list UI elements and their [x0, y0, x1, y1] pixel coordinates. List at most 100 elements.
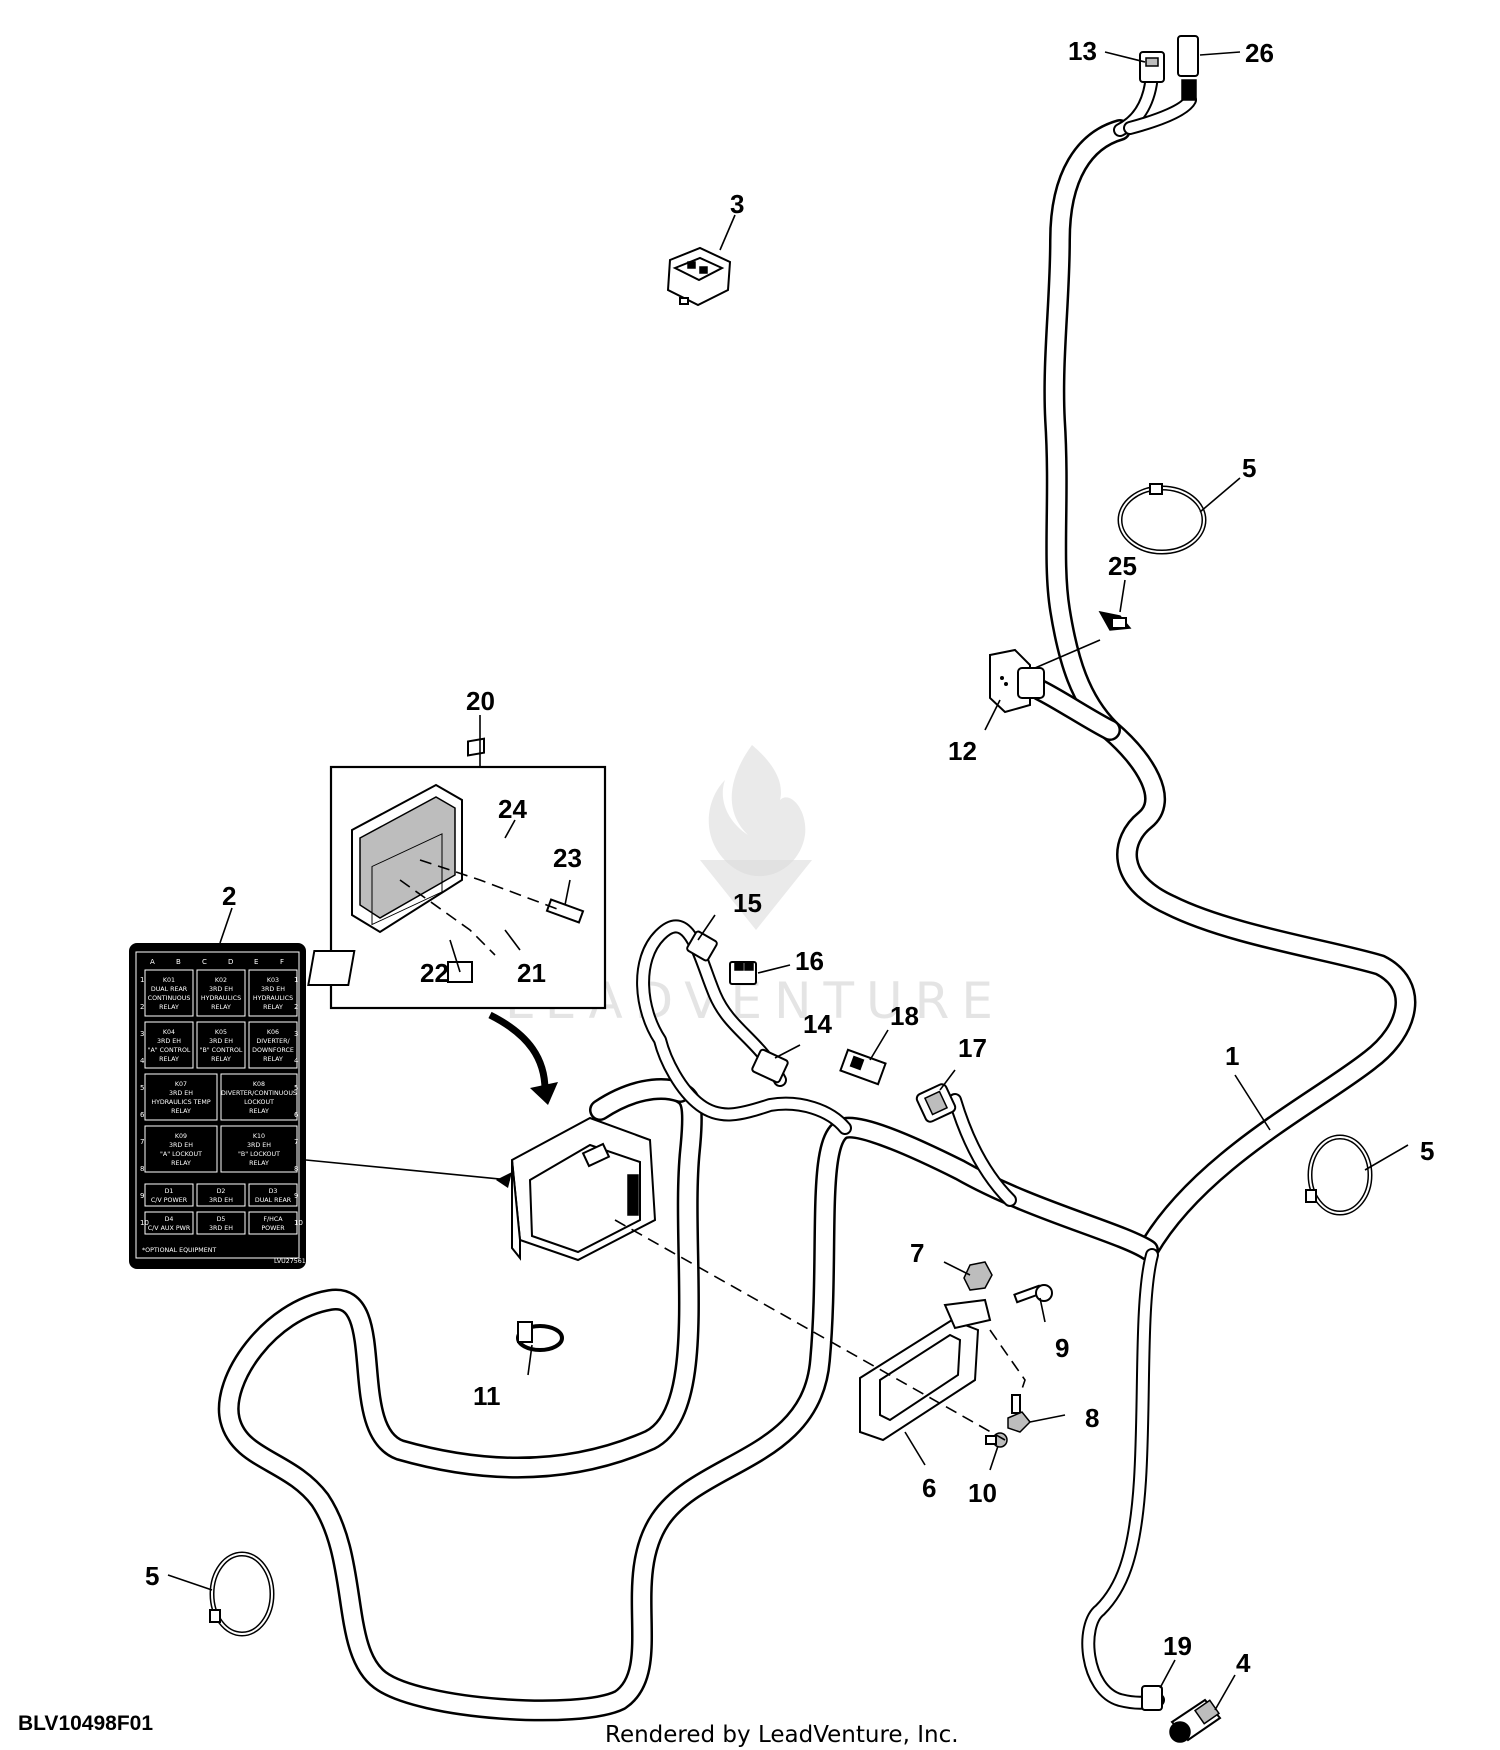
leader-lines	[167, 51, 1409, 1711]
clip-part-11	[516, 1321, 564, 1352]
connector-26	[1177, 35, 1199, 101]
decal-fuse-cell	[144, 1211, 194, 1235]
decal-relay-text: K08	[253, 1081, 265, 1088]
decal-relay-text: DIVERTER/	[256, 1038, 290, 1045]
decal-relay-text: 3RD EH	[209, 986, 233, 993]
callout-labels: 13 26 3 5 25 12 20 24 23 21 22 2 15 16 1…	[145, 36, 1434, 1678]
callout-4: 4	[1236, 1648, 1251, 1678]
cable-tie-top	[1117, 483, 1207, 555]
connector-16	[729, 961, 757, 985]
callout-14: 14	[803, 1009, 832, 1039]
decal-relay-text: 3RD EH	[157, 1038, 181, 1045]
footer-credit: Rendered by LeadVenture, Inc.	[605, 1722, 959, 1748]
decal-relay-text: CONTINUOUS	[148, 995, 191, 1002]
decal-row-label: 4	[140, 1057, 145, 1065]
callout-2: 2	[222, 881, 236, 911]
connector-18	[839, 1048, 887, 1086]
decal-column-label: B	[176, 958, 181, 966]
callout-21: 21	[517, 958, 546, 988]
decal-relay-cell	[196, 1021, 246, 1069]
sensor-part-4	[1169, 1698, 1222, 1743]
decal-relay-cell	[144, 1021, 194, 1069]
callout-18: 18	[890, 1001, 919, 1031]
clip-part-25	[1098, 610, 1132, 631]
bolt-part-8	[1007, 1394, 1032, 1433]
decal-row-label: 9	[140, 1192, 144, 1200]
decal-relay-text: K02	[215, 977, 227, 984]
decal-relay-text: "A" CONTROL	[148, 1047, 191, 1054]
decal-relay-text: K03	[267, 977, 279, 984]
callout-7: 7	[910, 1238, 924, 1268]
decal-row-label: 3	[140, 1030, 144, 1038]
decal-column-label: F	[280, 958, 284, 966]
decal-row-label: 6	[140, 1111, 145, 1119]
decal-fuse-text: F/HCA	[263, 1216, 283, 1223]
callout-11: 11	[473, 1381, 501, 1411]
decal-relay-text: "B" LOCKOUT	[238, 1151, 280, 1158]
decal-relay-cell	[144, 1125, 218, 1173]
decal-fuse-cell	[144, 1183, 194, 1207]
decal-relay-cell	[144, 1073, 218, 1121]
decal-relay-text: K09	[175, 1133, 187, 1140]
decal-fuse-text: D5	[217, 1216, 226, 1223]
decal-fuse-text: C/V AUX PWR	[148, 1225, 191, 1232]
decal-fuse-text: DUAL REAR	[255, 1197, 292, 1204]
decal-relay-text: 3RD EH	[209, 1038, 233, 1045]
decal-row-label: 1	[140, 976, 144, 984]
decal-relay-text: 3RD EH	[247, 1142, 271, 1149]
callout-22: 22	[420, 958, 449, 988]
decal-footnote: *OPTIONAL EQUIPMENT	[142, 1247, 216, 1254]
decal-column-label: A	[150, 958, 155, 966]
decal-relay-text: HYDRAULICS TEMP	[151, 1099, 210, 1106]
connector-12	[989, 648, 1045, 714]
decal-relay-cell	[220, 1125, 298, 1173]
decal-relay-cell	[144, 969, 194, 1017]
decal-relay-text: K05	[215, 1029, 227, 1036]
decal-row-label: 5	[294, 1084, 298, 1092]
callout-20: 20	[466, 686, 495, 716]
decal-fuse-text: D3	[269, 1188, 278, 1195]
decal-relay-text: K10	[253, 1133, 265, 1140]
decal-relay-text: 3RD EH	[169, 1142, 193, 1149]
switch-part-3	[666, 246, 732, 307]
decal-fuse-text: 3RD EH	[209, 1225, 233, 1232]
decal-relay-cell	[196, 969, 246, 1017]
decal-relay-text: "B" CONTROL	[200, 1047, 243, 1054]
decal-row-label: 3	[294, 1030, 298, 1038]
decal-relay-text: RELAY	[159, 1056, 179, 1063]
decal-relay-text: HYDRAULICS	[201, 995, 241, 1002]
decal-fuse-cell	[196, 1211, 246, 1235]
decal-relay-text: RELAY	[263, 1056, 283, 1063]
callout-9: 9	[1055, 1333, 1069, 1363]
callout-15: 15	[733, 888, 762, 918]
connector-14	[751, 1048, 789, 1084]
decal-fuse-text: D4	[165, 1216, 174, 1223]
decal-relay-cell	[248, 1021, 298, 1069]
decal-row-label: 2	[140, 1003, 144, 1011]
decal-fuse-text: POWER	[261, 1225, 285, 1232]
decal-column-label: E	[254, 958, 258, 966]
callout-3: 3	[730, 189, 744, 219]
decal-relay-text: RELAY	[263, 1004, 283, 1011]
decal-relay-text: RELAY	[171, 1108, 191, 1115]
decal-relay-text: HYDRAULICS	[253, 995, 293, 1002]
decal-fuse-cell	[248, 1211, 298, 1235]
callout-26: 26	[1245, 38, 1274, 68]
decal-relay-text: RELAY	[171, 1160, 191, 1167]
connector-15	[686, 930, 718, 962]
screw-part-10	[985, 1432, 1008, 1448]
decal-row-label: 7	[140, 1138, 144, 1146]
decal-relay-text: K04	[163, 1029, 175, 1036]
callout-13: 13	[1068, 36, 1097, 66]
decal-column-label: D	[228, 958, 233, 966]
callout-6: 6	[922, 1473, 936, 1503]
decal-relay-text: DIVERTER/CONTINUOUS	[221, 1090, 297, 1097]
callout-5-bottom: 5	[145, 1561, 159, 1591]
cable-tie-bottom	[209, 1551, 275, 1637]
decal-relay-text: K01	[163, 977, 175, 984]
decal-fuse-cell	[248, 1183, 298, 1207]
decal-row-label: 10	[294, 1219, 303, 1227]
decal-relay-text: K07	[175, 1081, 187, 1088]
